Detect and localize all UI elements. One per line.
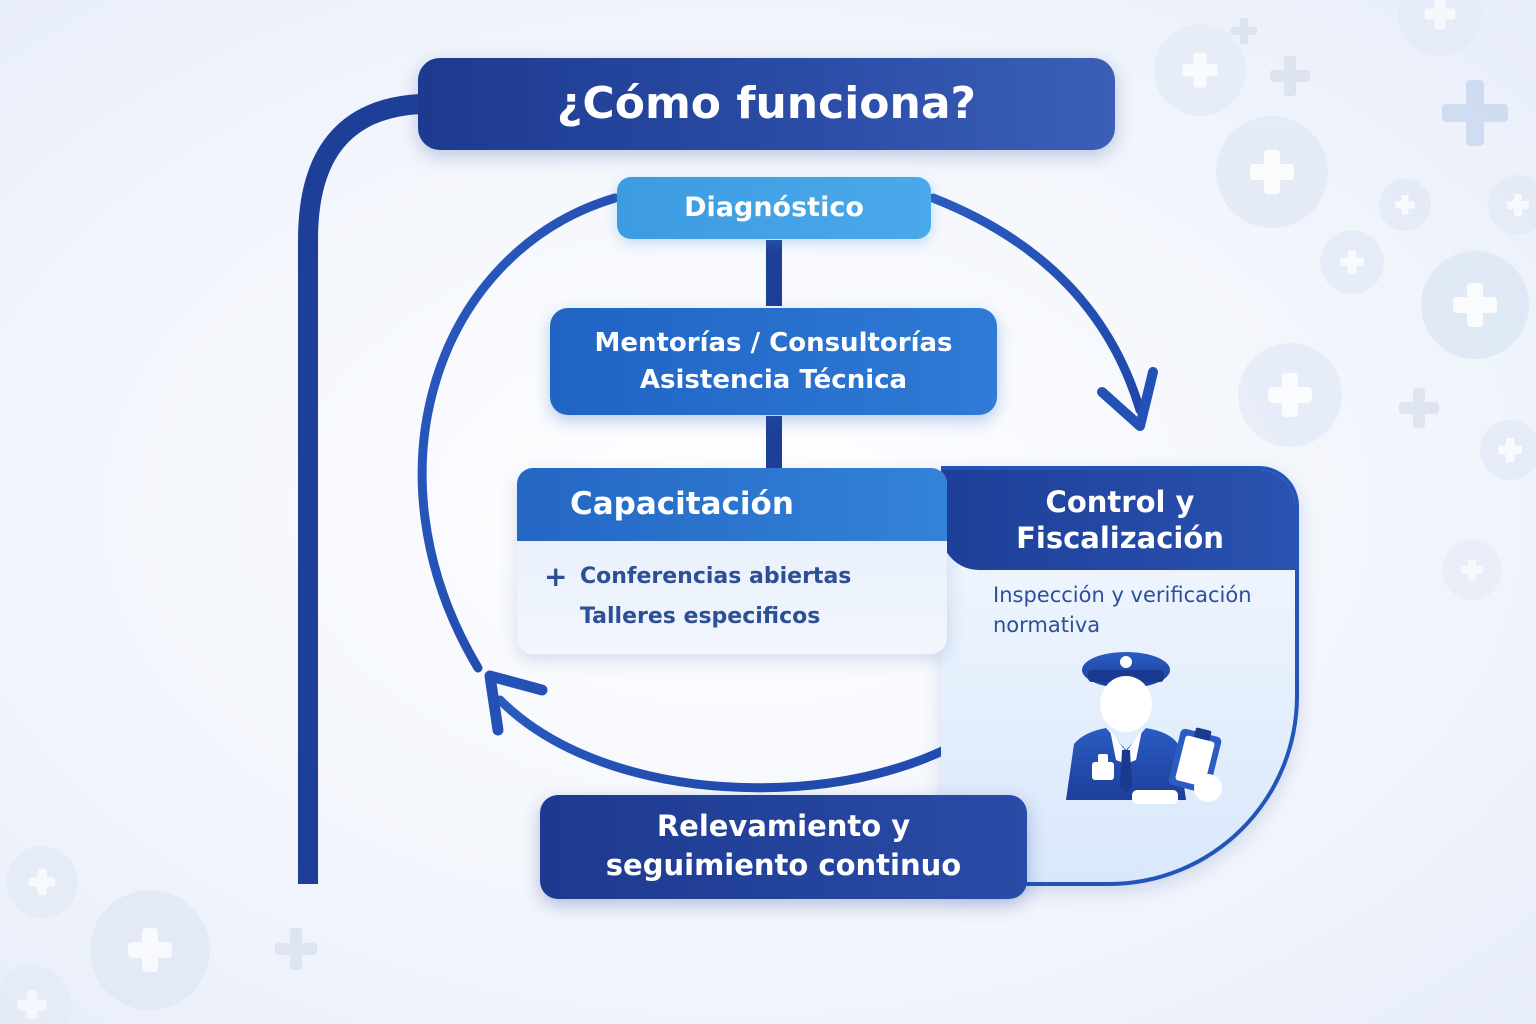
plain-cross-icon <box>1442 80 1508 146</box>
step-control-desc-line1: Inspección y verificación <box>993 583 1252 607</box>
medical-cross-icon <box>1488 175 1536 235</box>
step-control-header: Control y Fiscalización <box>941 470 1295 570</box>
medical-cross-icon <box>1398 0 1482 56</box>
list-item: + Conferencias abiertas <box>517 557 947 597</box>
plus-icon: + <box>544 560 568 593</box>
medical-cross-icon <box>1216 116 1328 228</box>
step-control-title-line1: Control y <box>1045 485 1195 519</box>
medical-cross-icon <box>1421 251 1529 359</box>
list-item: Talleres especificos <box>517 597 947 637</box>
medical-cross-icon <box>6 846 78 918</box>
step-control-title-line2: Fiscalización <box>1016 521 1224 555</box>
step-relevamiento: Relevamiento y seguimiento continuo <box>540 795 1027 899</box>
police-officer-icon <box>1066 652 1222 804</box>
step-mentorias: Mentorías / Consultorías Asistencia Técn… <box>550 308 997 415</box>
list-item-label: Talleres especificos <box>580 604 821 629</box>
step-relevamiento-line2: seguimiento continuo <box>605 848 962 882</box>
medical-cross-icon <box>1320 230 1384 294</box>
medical-cross-icon <box>90 890 210 1010</box>
page-title: ¿Cómo funciona? <box>418 58 1115 150</box>
medical-cross-icon <box>1238 343 1342 447</box>
arrow-head-left-icon <box>484 670 548 736</box>
step-capacitacion-panel: Capacitación + Conferencias abiertas Tal… <box>517 468 947 654</box>
step-control-desc-line2: normativa <box>993 613 1101 637</box>
step-mentorias-line1: Mentorías / Consultorías <box>594 328 953 358</box>
cycle-arc-left <box>417 193 620 673</box>
arrow-head-down-icon <box>1097 367 1158 431</box>
medical-cross-icon <box>1154 24 1246 116</box>
step-relevamiento-line1: Relevamiento y <box>656 809 911 843</box>
plain-cross-icon <box>275 18 1439 970</box>
outer-bracket-line <box>298 94 421 884</box>
step-capacitacion-title: Capacitación <box>517 468 947 541</box>
step-diagnostico: Diagnóstico <box>617 177 931 239</box>
connector-mentor-cap <box>766 416 782 468</box>
cycle-arc-bottom <box>495 695 1005 793</box>
step-control-description: Inspección y verificación normativa <box>993 580 1283 640</box>
connector-diag-mentor <box>766 240 782 306</box>
medical-cross-icon <box>1480 420 1536 480</box>
medical-cross-icon <box>1442 540 1502 600</box>
medical-cross-icon <box>0 965 72 1024</box>
cycle-arc-top-right <box>928 193 1145 415</box>
step-capacitacion-list: + Conferencias abiertas Talleres especif… <box>517 541 947 637</box>
step-mentorias-line2: Asistencia Técnica <box>639 365 908 395</box>
list-item-label: Conferencias abiertas <box>580 564 852 589</box>
medical-cross-icon <box>1379 179 1431 231</box>
